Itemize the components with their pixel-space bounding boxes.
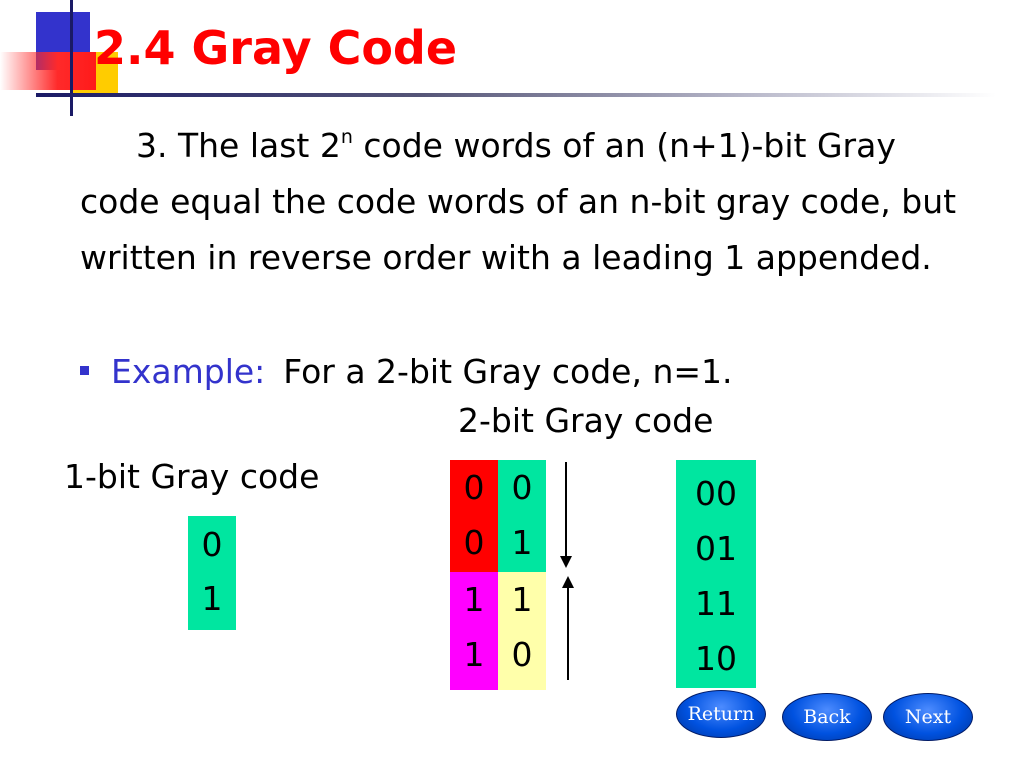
- rule-suffix: code words of an (n+1)-bit Gray code equ…: [80, 126, 957, 277]
- code-digit: 0: [511, 468, 533, 507]
- code-digit: 1: [511, 523, 533, 562]
- title-underline: [36, 93, 996, 97]
- one-bit-gray-code-label: 1-bit Gray code: [64, 457, 320, 496]
- corner-decoration-red: [0, 52, 96, 90]
- result-code: 00: [695, 474, 737, 513]
- next-button[interactable]: Next: [883, 693, 973, 741]
- arrow-down-icon: [560, 462, 572, 568]
- prefix-digit: 1: [463, 635, 485, 674]
- code-digit: 1: [511, 580, 533, 619]
- back-button[interactable]: Back: [782, 693, 872, 741]
- arrow-up-icon: [562, 576, 574, 680]
- example-bullet: Example: For a 2-bit Gray code, n=1.: [80, 346, 733, 398]
- prefix-digit: 1: [463, 580, 485, 619]
- result-code: 10: [695, 639, 737, 678]
- leading-one-column: 1 1: [450, 572, 498, 690]
- two-bit-result-column: 00 01 11 10: [676, 460, 756, 688]
- slide-title: 2.4 Gray Code: [94, 21, 458, 75]
- original-code-column: 0 1: [498, 460, 546, 572]
- prefix-digit: 0: [463, 523, 485, 562]
- prefix-digit: 0: [463, 468, 485, 507]
- square-bullet-icon: [80, 366, 89, 375]
- leading-zero-column: 0 0: [450, 460, 498, 572]
- corner-decoration-vertical-line: [70, 0, 73, 116]
- return-button[interactable]: Return: [676, 690, 766, 738]
- one-bit-value: 0: [201, 525, 223, 564]
- result-code: 01: [695, 529, 737, 568]
- example-label: Example:: [111, 352, 266, 391]
- reversed-code-column: 1 0: [498, 572, 546, 690]
- result-code: 11: [695, 584, 737, 623]
- one-bit-code-column: 0 1: [188, 516, 236, 630]
- rule-paragraph: 3. The last 2n code words of an (n+1)-bi…: [80, 118, 960, 286]
- one-bit-value: 1: [201, 579, 223, 618]
- example-text: For a 2-bit Gray code, n=1.: [283, 352, 733, 391]
- two-bit-gray-code-label: 2-bit Gray code: [458, 401, 714, 440]
- code-digit: 0: [511, 635, 533, 674]
- rule-prefix: 3. The last 2: [136, 126, 341, 165]
- rule-superscript: n: [340, 126, 353, 148]
